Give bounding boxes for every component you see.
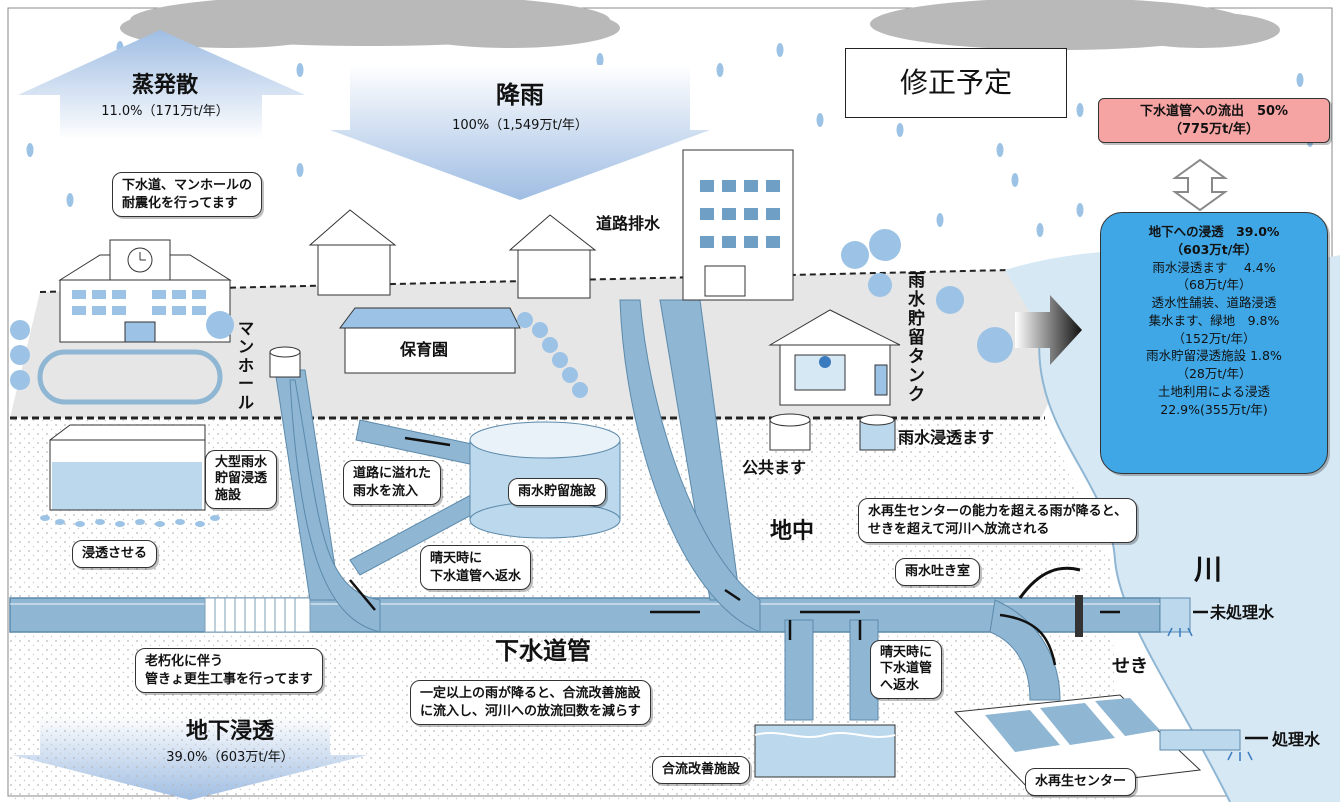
splashes (1167, 627, 1253, 761)
manhole (269, 346, 301, 378)
rain-tank-label: 雨水貯留タンク (908, 271, 925, 406)
large-storage-tank (49, 424, 206, 511)
sewer-outflow-line1: 下水道管への流出 50% (1139, 104, 1289, 119)
infiltration-line-7: 雨水貯留浸透施設 1.8% (1146, 348, 1282, 364)
public-basin (769, 413, 811, 451)
infiltration-line-6: （152万t/年） (1172, 330, 1256, 346)
underground-label: 地中 (770, 519, 815, 544)
infiltration-line-2: 雨水浸透ます 4.4% (1152, 259, 1276, 275)
sewer-outflow-line2: （775万t/年） (1168, 121, 1260, 137)
flow-arrows (349, 436, 1268, 740)
infiltration-drops (40, 515, 220, 527)
reclamation-center-label: 水再生センター (1025, 768, 1137, 796)
house-center (508, 214, 597, 299)
left-trees (10, 311, 234, 390)
infiltration-box: 地下への浸透 39.0% （603万t/年） 雨水浸透ます 4.4% （68万t… (1100, 212, 1328, 474)
evaporation-value: 11.0%（171万t/年） (101, 104, 229, 119)
evaporation-arrow (18, 30, 305, 140)
nursery-building (339, 307, 521, 374)
school-building (37, 239, 232, 405)
house-with-tank (768, 309, 901, 406)
manhole-quake-callout: 下水道、マンホールの耐震化を行ってます (112, 172, 263, 218)
rainfall-title: 降雨 (496, 81, 544, 109)
storage-facility-label: 雨水貯留施設 (508, 478, 607, 506)
sewer-main-pipe (9, 597, 1161, 633)
nursery-label: 保育園 (400, 340, 449, 359)
rehab-pipe-segment (204, 597, 311, 633)
infiltration-line-10: 22.9%(355万t/年) (1160, 401, 1268, 417)
infiltration-basin (859, 414, 896, 451)
sewer-outflow-box: 下水道管への流出 50% （775万t/年） (1098, 98, 1330, 144)
large-tank-callout: 大型雨水貯留浸透施設 (205, 450, 278, 509)
underground-title: 地下浸透 (185, 719, 274, 744)
evaporation-title: 蒸発散 (131, 73, 198, 98)
double-arrow (1171, 158, 1229, 212)
infiltration-line-1: （603万t/年） (1170, 241, 1258, 257)
outlet-room-label: 雨水吐き室 (895, 558, 981, 586)
office-building (682, 149, 794, 301)
aging-callout: 老朽化に伴う管きょ更生工事を行ってます (135, 648, 323, 694)
infiltration-line-5: 集水ます、緑地 9.8% (1148, 312, 1280, 328)
clouds (120, 0, 1280, 50)
manhole-label: マンホール (238, 319, 255, 412)
water-reclamation-center (953, 694, 1202, 791)
dry-return-right-callout: 晴天時に下水道管へ返水 (870, 640, 943, 699)
revision-note: 修正予定 (845, 48, 1067, 118)
public-basin-label: 公共ます (742, 458, 807, 477)
rainfall-arrow (330, 65, 710, 200)
infiltration-line-3: （68万t/年） (1176, 277, 1252, 293)
house-left (308, 209, 397, 296)
nursery-trees (517, 312, 588, 398)
overflow-river-callout: 水再生センターの能力を超える雨が降ると、せきを超えて河川へ放流される (858, 498, 1138, 544)
river-direction-arrow (1015, 295, 1082, 365)
infiltration-line-9: 土地利用による浸透 (1157, 383, 1271, 399)
underground-value: 39.0%（603万t/年） (166, 750, 294, 765)
untreated-water-label: 未処理水 (1210, 603, 1275, 622)
combined-improvement-facility (754, 724, 896, 778)
infiltration-basin-label: 雨水浸透ます (898, 428, 995, 447)
sewer-pipe-label: 下水道管 (495, 637, 591, 665)
river-label: 川 (1194, 553, 1223, 586)
dry-return-left-callout: 晴天時に下水道管へ返水 (420, 545, 532, 591)
treated-water-label: 処理水 (1272, 730, 1321, 749)
combined-facility-label: 合流改善施設 (652, 756, 751, 784)
right-trees (841, 229, 1013, 363)
weir-plate (1075, 595, 1083, 637)
road-drain-label: 道路排水 (596, 214, 661, 233)
road-overflow-callout: 道路に溢れた雨水を流入 (343, 460, 442, 506)
rainwater-storage-facility (469, 421, 621, 539)
infiltration-line-8: （28万t/年） (1176, 366, 1252, 381)
infiltrate-callout: 浸透させる (72, 540, 158, 568)
infiltration-line-4: 透水性舗装、道路浸透 (1151, 295, 1277, 310)
infiltration-line-0: 地下への浸透 39.0% (1148, 224, 1280, 239)
weir-label: せき (1112, 656, 1148, 677)
combined-rule-callout: 一定以上の雨が降ると、合流改善施設に流入し、河川への放流回数を減らす (410, 680, 651, 726)
rainfall-value: 100%（1,549万t/年） (452, 118, 588, 133)
